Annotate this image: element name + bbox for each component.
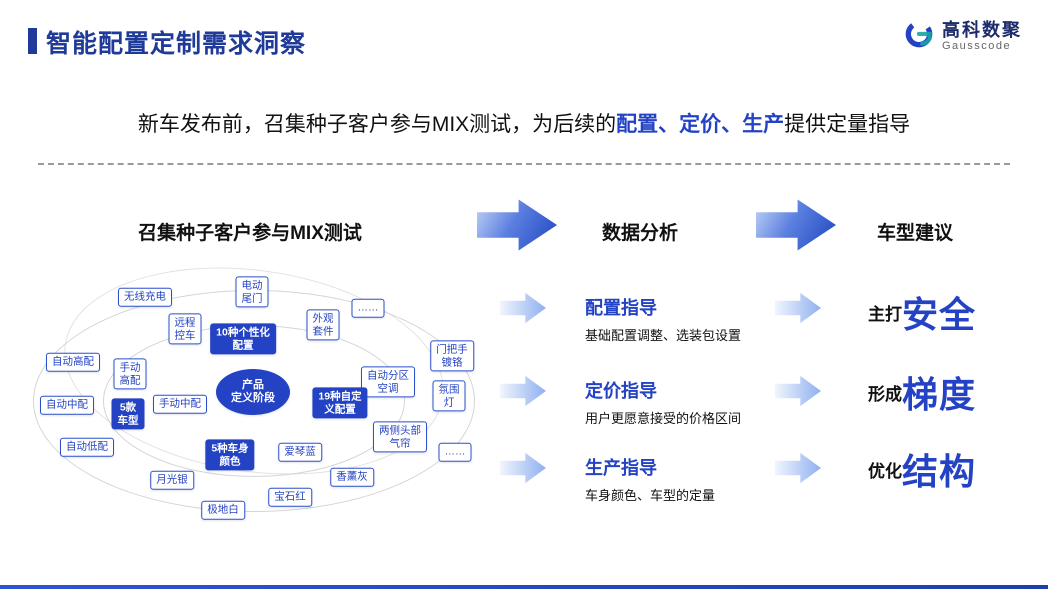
suggestion-prefix: 形成 — [868, 384, 902, 404]
suggestion-gradient: 形成 梯度 — [868, 366, 976, 418]
bottom-accent-bar — [0, 585, 1048, 589]
page-title: 智能配置定制需求洞察 — [46, 30, 307, 58]
heading-data-analysis: 数据分析 — [601, 223, 678, 244]
small-arrow-icon — [500, 375, 546, 407]
diagram-node: 外观 套件 — [306, 309, 340, 341]
small-arrow-icon — [500, 292, 546, 324]
suggestion-word: 安全 — [902, 294, 977, 335]
analysis-item-production: 生产指导 车身颜色、车型的定量 — [585, 454, 785, 504]
logo-text: 高科数聚 Gausscode — [942, 19, 1022, 53]
subtitle-pre: 新车发布前，召集种子客户参与MIX测试，为后续的 — [137, 113, 617, 136]
logo-subname: Gausscode — [942, 40, 1012, 53]
gausscode-logo-icon — [903, 18, 935, 55]
diagram-node: 5种车身 颜色 — [205, 439, 255, 471]
suggestion-word: 结构 — [902, 451, 977, 492]
company-logo: 高科数聚 Gausscode — [903, 18, 1022, 55]
diagram-node: 5款 车型 — [111, 398, 145, 430]
diagram-node: 门把手 镀铬 — [430, 340, 474, 372]
diagram-node: 电动 尾门 — [235, 276, 269, 308]
analysis-desc: 车身颜色、车型的定量 — [585, 488, 716, 503]
flow-arrow-icon — [477, 199, 557, 251]
diagram-node: 19种自定 义配置 — [312, 387, 368, 419]
diagram-node: 自动高配 — [46, 352, 100, 372]
analysis-desc: 用户更愿意接受的价格区间 — [585, 411, 742, 426]
suggestion-structure: 优化 结构 — [868, 443, 976, 495]
diagram-node: 无线充电 — [118, 287, 172, 307]
diagram-node: 手动中配 — [153, 394, 207, 414]
diagram-node: 两侧头部 气帘 — [373, 421, 427, 453]
slide-subtitle: 新车发布前，召集种子客户参与MIX测试，为后续的配置、定价、生产提供定量指导 — [0, 108, 1048, 138]
diagram-node: 10种个性化 配置 — [210, 323, 276, 355]
subtitle-highlight: 配置、定价、生产 — [616, 113, 785, 136]
analysis-item-config: 配置指导 基础配置调整、选装包设置 — [585, 294, 785, 344]
subtitle-post: 提供定量指导 — [784, 113, 911, 136]
suggestion-safety: 主打 安全 — [868, 286, 976, 338]
diagram-node: 远程 控车 — [168, 313, 202, 345]
analysis-item-pricing: 定价指导 用户更愿意接受的价格区间 — [585, 377, 785, 427]
title-accent-bar — [28, 28, 37, 54]
diagram-node: 爱琴蓝 — [278, 442, 322, 462]
diagram-node: 手动 高配 — [113, 358, 147, 390]
small-arrow-icon — [500, 452, 546, 484]
analysis-title: 定价指导 — [585, 381, 657, 401]
diagram-node: 香薰灰 — [330, 467, 374, 487]
suggestion-prefix: 优化 — [868, 461, 902, 481]
diagram-node: 月光银 — [150, 470, 194, 490]
analysis-desc: 基础配置调整、选装包设置 — [585, 328, 742, 343]
analysis-title: 生产指导 — [585, 458, 657, 478]
flow-arrow-icon — [756, 199, 836, 251]
diagram-center-node: 产品 定义阶段 — [216, 369, 290, 415]
diagram-node: 宝石红 — [268, 487, 312, 507]
analysis-title: 配置指导 — [585, 298, 657, 318]
heading-model-suggestion: 车型建议 — [876, 223, 953, 244]
diagram-node: 极地白 — [201, 500, 245, 520]
suggestion-word: 梯度 — [902, 374, 977, 415]
diagram-node: …… — [438, 442, 472, 462]
dashed-divider — [38, 163, 1010, 165]
diagram-node: 自动分区 空调 — [361, 366, 415, 398]
suggestion-prefix: 主打 — [868, 304, 902, 324]
diagram-node: 氛围 灯 — [432, 380, 466, 412]
diagram-node: 自动低配 — [60, 437, 114, 457]
diagram-node: 自动中配 — [40, 395, 94, 415]
logo-name: 高科数聚 — [942, 19, 1022, 40]
diagram-node: …… — [351, 298, 385, 318]
heading-mix-test: 召集种子客户参与MIX测试 — [138, 223, 362, 244]
